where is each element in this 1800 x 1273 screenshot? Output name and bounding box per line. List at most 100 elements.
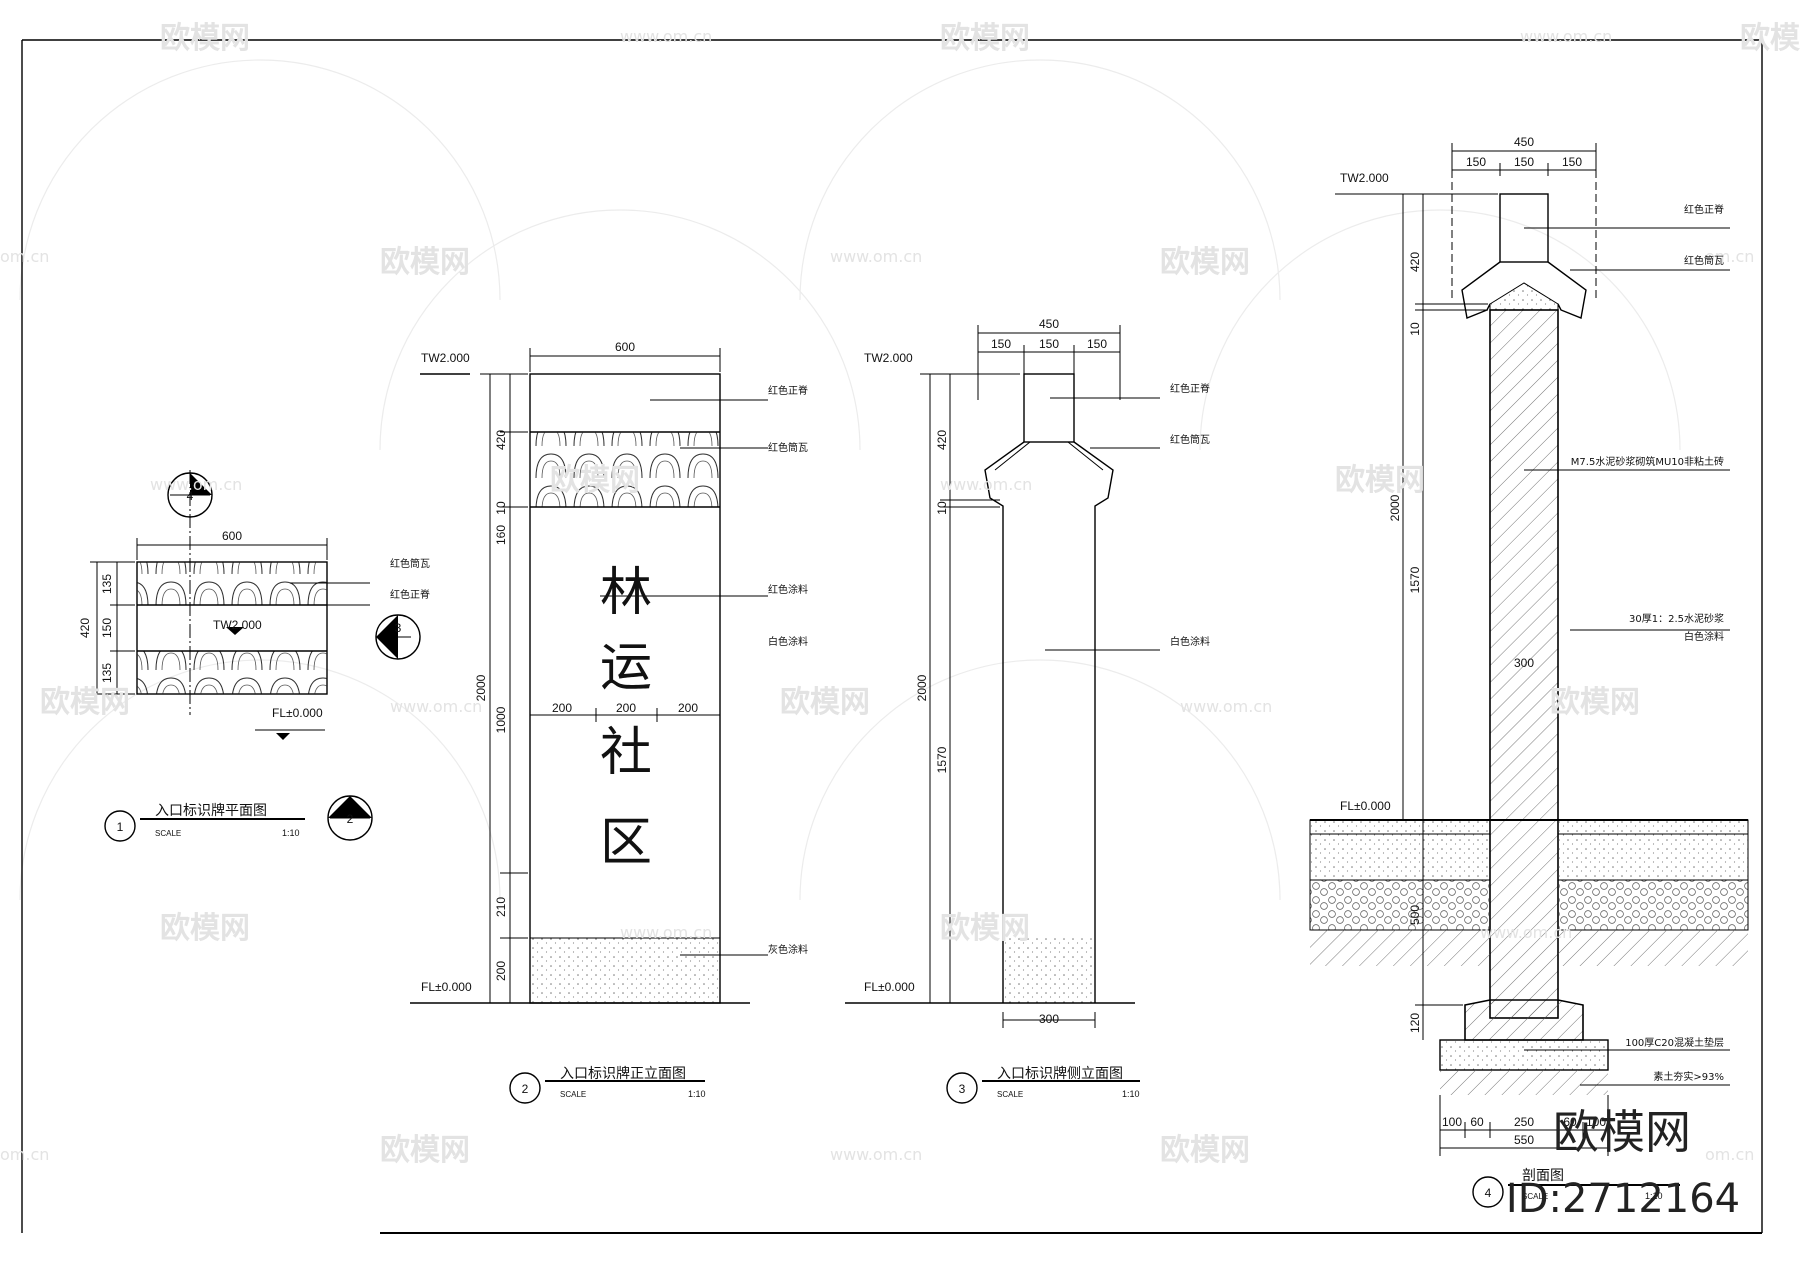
dim-row: 135: [100, 663, 114, 683]
level-label: FL±0.000: [864, 980, 915, 994]
dim-row: 150: [100, 618, 114, 638]
watermark-logo-text: 欧模网: [40, 685, 130, 720]
section-mark-3: [375, 614, 421, 660]
dim-vertical: 1570: [935, 746, 949, 773]
note-label: 素土夯实>93%: [1653, 1070, 1724, 1083]
sign-character: 区: [600, 813, 652, 873]
dim-vertical: 2000: [474, 674, 488, 701]
watermark-logo-text: 欧模网: [380, 1133, 470, 1168]
view-title: 剖面图: [1522, 1167, 1564, 1183]
dim-vertical: 500: [1408, 905, 1422, 925]
watermark-logo-text: 欧模网: [1160, 1133, 1250, 1168]
plan-view-labels: 600135150135420红色筒瓦红色正脊TW2.000FL±0.00043…: [78, 489, 430, 838]
view-title: 入口标识牌平面图: [155, 802, 267, 818]
section-mark-4: [167, 472, 213, 518]
watermark-logo-text: 欧模网: [380, 245, 470, 280]
section-mark-number: 2: [347, 812, 354, 826]
watermark-url: www.om.cn: [830, 247, 922, 266]
scale-label: SCALE: [1522, 1192, 1548, 1201]
note-label: M7.5水泥砂浆砌筑MU10非粘土砖: [1571, 455, 1724, 468]
note-label: 红色正脊: [390, 588, 430, 601]
dim-row: 135: [100, 574, 114, 594]
dim-vertical: 10: [1408, 322, 1422, 336]
dim-vertical: 420: [1408, 252, 1422, 272]
watermark-url: om.cn: [1705, 247, 1754, 266]
dim-horizontal: 100: [1442, 1115, 1462, 1129]
dim-horizontal: 550: [1514, 1133, 1534, 1147]
section-mark-number: 3: [395, 621, 402, 635]
dim-width: 150: [1039, 337, 1059, 351]
watermark-url: om.cn: [0, 1145, 49, 1164]
dim-width: 150: [1087, 337, 1107, 351]
dim-vertical: 200: [494, 961, 508, 981]
note-label: 30厚1：2.5水泥砂浆: [1629, 612, 1724, 625]
level-label: TW2.000: [864, 351, 913, 365]
plan-view: [90, 470, 421, 842]
level-label: FL±0.000: [1340, 799, 1391, 813]
dim-vertical: 10: [935, 501, 949, 515]
dim-vertical: 420: [935, 430, 949, 450]
dim-width: 450: [1514, 135, 1534, 149]
dim-vertical: 420: [494, 430, 508, 450]
watermark-logo-text: 欧模网: [160, 911, 250, 946]
dim-vertical: 10: [494, 501, 508, 515]
watermark-url: www.om.cn: [830, 1145, 922, 1164]
dim-width: 150: [1562, 155, 1582, 169]
note-label: 白色涂料: [1170, 635, 1210, 648]
dim-horizontal: 200: [678, 701, 698, 715]
side-elevation-view: [845, 325, 1160, 1104]
watermark-layer: [19, 59, 1681, 901]
note-label: 红色筒瓦: [1684, 254, 1724, 267]
dim-horizontal: 60: [1470, 1115, 1484, 1129]
watermark-logo-text: 欧模网: [1550, 685, 1640, 720]
watermark-logo-text: 欧模网: [780, 685, 870, 720]
watermark-url: www.om.cn: [1180, 697, 1272, 716]
view-number: 1: [117, 820, 124, 834]
scale-value: 1:10: [282, 828, 300, 838]
note-label: 白色涂料: [1684, 630, 1724, 643]
section-mark-2: [327, 795, 373, 841]
note-label: 红色正脊: [1684, 203, 1724, 216]
watermark-logo-text: 欧模网: [160, 21, 250, 56]
sign-character: 社: [600, 723, 652, 783]
section-mark-number: 4: [187, 489, 194, 503]
scale-value: 1:10: [1122, 1089, 1140, 1099]
dim-width: 300: [1039, 1012, 1059, 1026]
view-title: 入口标识牌侧立面图: [997, 1065, 1123, 1081]
watermark-url: www.om.cn: [1520, 27, 1612, 46]
dim-vertical: 160: [494, 525, 508, 545]
watermark-logo-text: 欧模网: [1740, 21, 1800, 56]
note-label: 红色筒瓦: [390, 557, 430, 570]
watermark-url: om.cn: [1705, 1145, 1754, 1164]
dim-vertical: 2000: [1388, 494, 1402, 521]
note-label: 灰色涂料: [768, 943, 808, 956]
front-view-labels: 600TW2.000FL±0.0004201016020001000210200…: [421, 340, 808, 1099]
dim-width: 450: [1039, 317, 1059, 331]
level-label: TW2.000: [421, 351, 470, 365]
level-label: FL±0.000: [272, 706, 323, 720]
scale-value: 1:10: [688, 1089, 706, 1099]
watermark-text-layer: 欧模网欧模网欧模网欧模网欧模网欧模网欧模网欧模网欧模网欧模网欧模网欧模网欧模网欧…: [0, 21, 1800, 1168]
dim-width: 150: [1514, 155, 1534, 169]
dim-vertical: 120: [1408, 1013, 1422, 1033]
scale-label: SCALE: [560, 1090, 586, 1099]
watermark-url: om.cn: [0, 247, 49, 266]
dim-width: 150: [991, 337, 1011, 351]
sheet-frame: [21, 39, 1763, 1234]
dim-width: 600: [222, 529, 242, 543]
dim-vertical: 2000: [915, 674, 929, 701]
dim-vertical: 1570: [1408, 566, 1422, 593]
level-label: TW2.000: [1340, 171, 1389, 185]
front-elevation-view: [410, 348, 768, 1104]
scale-label: SCALE: [997, 1090, 1023, 1099]
sign-character: 林: [600, 563, 652, 623]
view-number: 4: [1485, 1186, 1492, 1200]
note-label: 红色筒瓦: [768, 441, 808, 454]
watermark-url: www.om.cn: [940, 475, 1032, 494]
scale-label: SCALE: [155, 829, 181, 838]
watermark-logo-text: 欧模网: [550, 463, 640, 498]
watermark-url: www.om.cn: [620, 923, 712, 942]
watermark-logo-text: 欧模网: [940, 21, 1030, 56]
